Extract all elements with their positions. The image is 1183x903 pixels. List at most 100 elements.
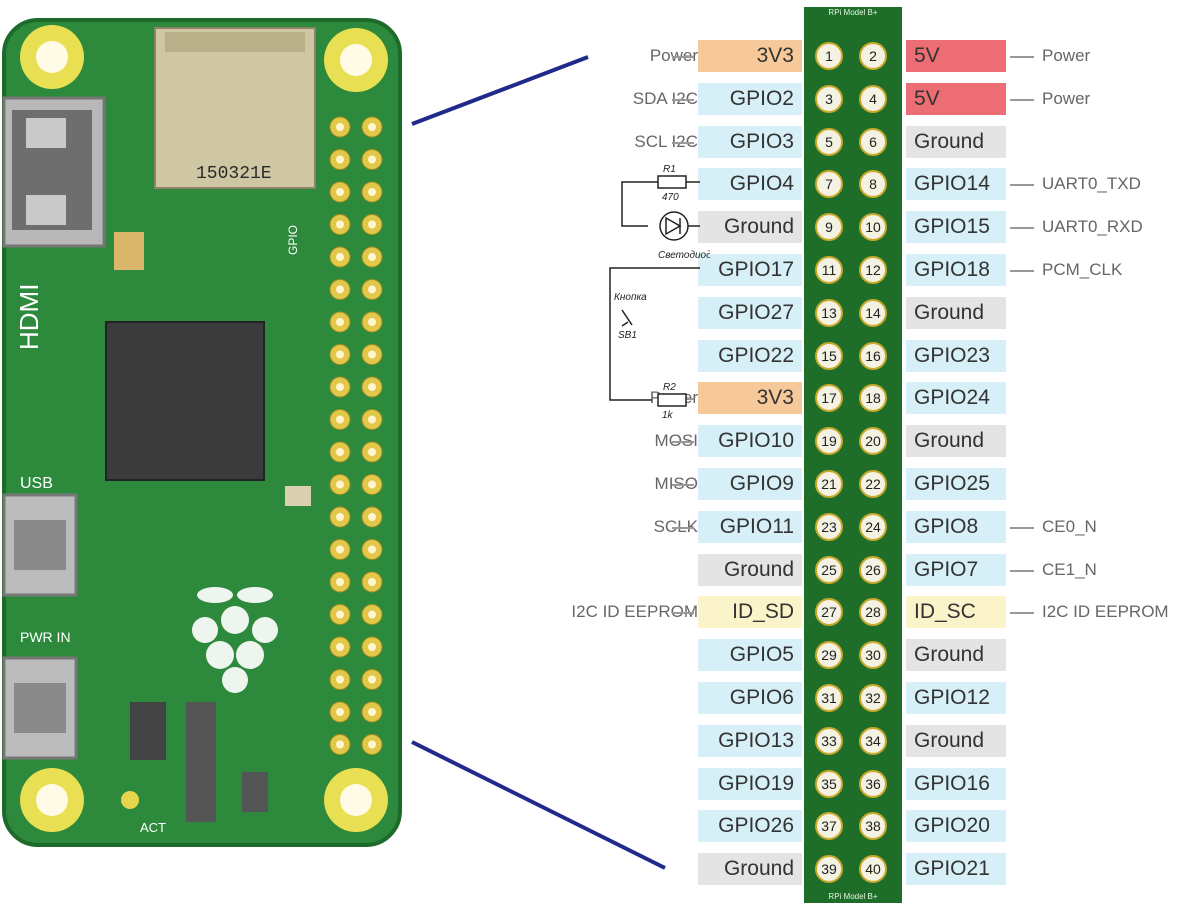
- pin-20-label: Ground: [906, 425, 1006, 457]
- pin-4: 4: [859, 85, 887, 113]
- header-pad-hole: [336, 350, 344, 359]
- pin-17-label: 3V3: [698, 382, 802, 414]
- pin-23-label: GPIO11: [698, 511, 802, 543]
- header-pad-hole: [368, 383, 376, 391]
- pin-24-label: GPIO8: [906, 511, 1006, 543]
- header-pad-hole: [336, 708, 344, 716]
- pin-38-label: GPIO20: [906, 810, 1006, 842]
- header-pad-hole: [336, 578, 344, 586]
- pin-8: 8: [859, 170, 887, 198]
- pin-28: 28: [859, 598, 887, 626]
- header-pad-hole: [336, 480, 344, 489]
- pin-33-label: GPIO13: [698, 725, 802, 757]
- pin-3-dash: [672, 99, 694, 101]
- header-pad-hole: [336, 643, 344, 651]
- pin-24-dash: [1010, 527, 1034, 529]
- strip-footer: RPi Model B+: [828, 892, 878, 901]
- pin-19-dash: [672, 441, 694, 443]
- pin-27: 27: [815, 598, 843, 626]
- pin-1-dash: [672, 56, 694, 58]
- pin-10-label: GPIO15: [906, 211, 1006, 243]
- pin-25: 25: [815, 556, 843, 584]
- pin-29-label: GPIO5: [698, 639, 802, 671]
- pin-12-dash: [1010, 270, 1034, 272]
- header-pad-hole: [336, 318, 344, 326]
- pin-8-dash: [1010, 184, 1034, 186]
- pin-7: 7: [815, 170, 843, 198]
- gpio-header-pads: [329, 116, 383, 755]
- pin-8-function: UART0_TXD: [1042, 174, 1141, 193]
- pin-21-label: GPIO9: [698, 468, 802, 500]
- header-pad-hole: [368, 675, 376, 684]
- pin-27-function: I2C ID EEPROM: [571, 602, 698, 621]
- header-pad-hole: [368, 448, 376, 456]
- header-pad-hole: [368, 513, 376, 521]
- pin-28-dash: [1010, 612, 1034, 614]
- header-pad-hole: [368, 643, 376, 651]
- pin-27-label: ID_SD: [698, 596, 802, 628]
- pin-13-label: GPIO27: [698, 297, 802, 329]
- pin-1-function: Power: [650, 40, 698, 72]
- pin-2: 2: [859, 42, 887, 70]
- pin-35-label: GPIO19: [698, 768, 802, 800]
- pin-26-function: CE1_N: [1042, 560, 1097, 579]
- pin-strip: [804, 7, 902, 903]
- pin-9: 9: [815, 213, 843, 241]
- pin-11: 11: [815, 256, 843, 284]
- header-pad-hole: [368, 610, 376, 619]
- pin-5-dash: [672, 142, 694, 144]
- pin-17: 17: [815, 384, 843, 412]
- pin-18-label: GPIO24: [906, 382, 1006, 414]
- pin-36: 36: [859, 770, 887, 798]
- pin-26-dash: [1010, 570, 1034, 572]
- header-pad-hole: [336, 545, 344, 554]
- pin-6: 6: [859, 128, 887, 156]
- pin-31: 31: [815, 684, 843, 712]
- header-pad-hole: [336, 610, 344, 619]
- header-pad-hole: [336, 448, 344, 456]
- pin-26: 26: [859, 556, 887, 584]
- pin-21: 21: [815, 470, 843, 498]
- pin-6-label: Ground: [906, 126, 1006, 158]
- pin-3-label: GPIO2: [698, 83, 802, 115]
- pin-3-function: SDA I2C: [632, 89, 698, 108]
- pin-11-label: GPIO17: [698, 254, 802, 286]
- pin-34: 34: [859, 727, 887, 755]
- r1-value: 470: [662, 192, 679, 203]
- sd-code-text: 150321E: [196, 164, 272, 184]
- pin-23-function: SCLK: [654, 511, 698, 543]
- header-pad-hole: [336, 675, 344, 684]
- switch-icon: [621, 309, 633, 327]
- raspberry-pi-zero-board: 150321E HDMI USB PWR IN ACT GPIO: [2, 18, 402, 847]
- pin-32: 32: [859, 684, 887, 712]
- header-pad-hole: [368, 220, 376, 229]
- pin-8-label: GPIO14: [906, 168, 1006, 200]
- pin-5-function: SCL I2C: [634, 132, 698, 151]
- pin-19-function: MOSI: [655, 425, 698, 457]
- act-label: ACT: [140, 820, 166, 835]
- pin-22: 22: [859, 470, 887, 498]
- pin-27-dash: [672, 612, 694, 614]
- pin-15-label: GPIO22: [698, 340, 802, 372]
- pin-32-label: GPIO12: [906, 682, 1006, 714]
- pin-10-function: UART0_RXD: [1042, 217, 1143, 236]
- pin-40: 40: [859, 855, 887, 883]
- header-pad-hole: [368, 188, 376, 196]
- pin-16: 16: [859, 342, 887, 370]
- r2-value: 1k: [662, 410, 674, 420]
- resistor-r1: [657, 175, 687, 189]
- led-button-circuit: R1 470 Светодиод Кнопка SB1 R2 1k: [609, 164, 710, 420]
- pin-20: 20: [859, 427, 887, 455]
- pin-28-function: I2C ID EEPROM: [1042, 602, 1169, 621]
- header-pad-hole: [336, 513, 344, 521]
- pin-37-label: GPIO26: [698, 810, 802, 842]
- resistor-r2: [657, 393, 687, 407]
- pin-22-label: GPIO25: [906, 468, 1006, 500]
- sb1-label: SB1: [618, 330, 637, 341]
- pin-28-label: ID_SC: [906, 596, 1006, 628]
- hdmi-label: HDMI: [14, 284, 44, 350]
- header-pad-hole: [336, 383, 344, 391]
- pin-4-label: 5V: [906, 83, 1006, 115]
- pin-18: 18: [859, 384, 887, 412]
- pin-30: 30: [859, 641, 887, 669]
